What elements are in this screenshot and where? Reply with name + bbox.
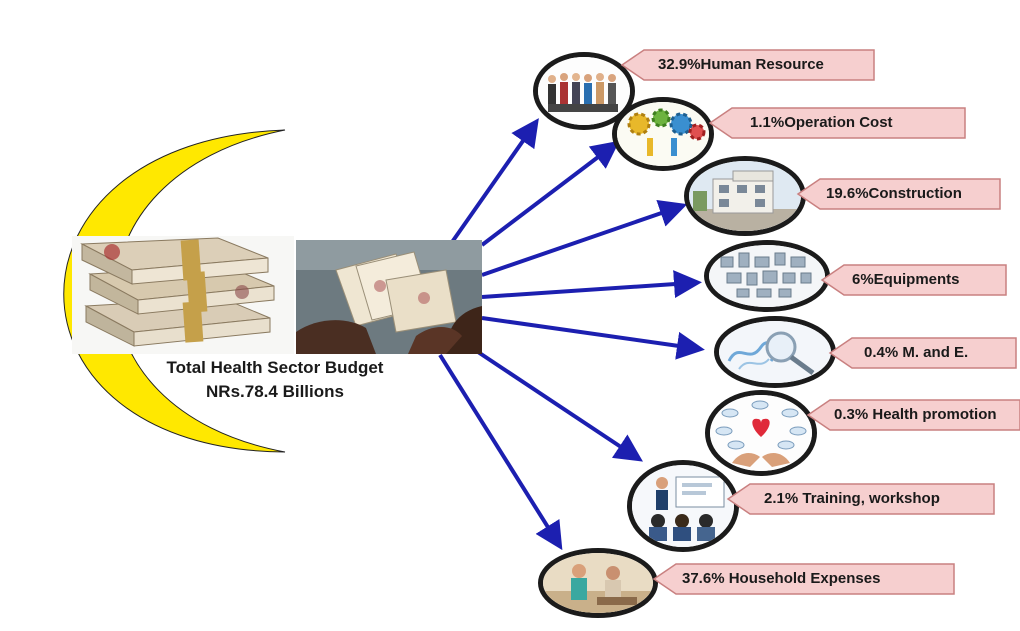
arrow-equipments: [481, 270, 702, 299]
label-operation-cost-text: 1.1%Operation Cost: [750, 114, 893, 131]
arrow-m-and-e: [481, 316, 705, 360]
heart-hands-icon: [705, 390, 817, 476]
gears-icon: [612, 97, 714, 171]
arrow-construction: [481, 199, 688, 277]
label-training: 2.1% Training, workshop: [726, 483, 995, 515]
training-icon: [627, 460, 739, 552]
arrow-household: [438, 353, 563, 551]
money-stack-image: [72, 236, 294, 354]
hands-counting-money-image: [296, 240, 482, 354]
building-icon: [684, 156, 806, 236]
budget-title-line2: NRs.78.4 Billions: [206, 382, 344, 401]
label-human-resource: 32.9%Human Resource: [620, 49, 875, 81]
equipment-icon: [704, 240, 830, 312]
label-m-and-e: 0.4% M. and E.: [828, 337, 1017, 369]
label-training-text: 2.1% Training, workshop: [764, 490, 940, 507]
label-operation-cost: 1.1%Operation Cost: [708, 107, 966, 139]
label-health-promotion-text: 0.3% Health promotion: [834, 406, 997, 423]
arrow-training: [476, 350, 643, 462]
label-m-and-e-text: 0.4% M. and E.: [864, 344, 969, 361]
label-equipments-text: 6%Equipments: [852, 271, 960, 288]
label-construction-text: 19.6%Construction: [826, 185, 962, 202]
label-equipments: 6%Equipments: [820, 264, 1007, 296]
label-human-resource-text: 32.9%Human Resource: [658, 56, 824, 73]
label-household: 37.6% Household Expenses: [652, 563, 955, 595]
label-health-promotion: 0.3% Health promotion: [806, 399, 1020, 431]
arrow-operation-cost: [480, 140, 620, 247]
magnifier-icon: [714, 316, 836, 388]
label-household-text: 37.6% Household Expenses: [682, 570, 881, 587]
budget-title-line1: Total Health Sector Budget: [166, 358, 384, 377]
label-construction: 19.6%Construction: [796, 178, 1001, 210]
people-icon: [533, 52, 635, 130]
household-icon: [538, 548, 658, 618]
arrow-human-resource: [448, 118, 539, 247]
